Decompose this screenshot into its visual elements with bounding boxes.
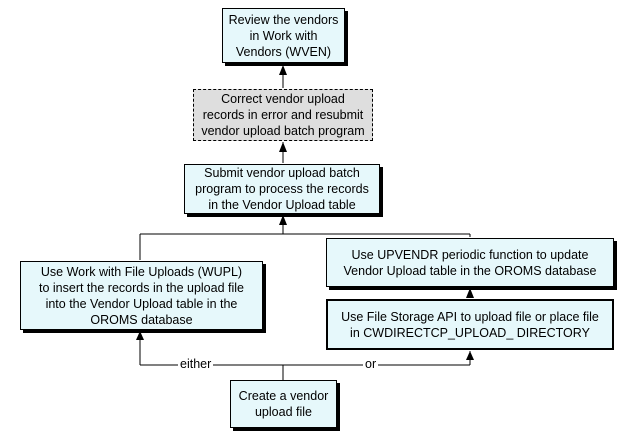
step-create-upload-file: Create a vendor upload file — [230, 380, 337, 428]
step-submit-batch-text: Submit vendor upload batch program to pr… — [195, 166, 369, 212]
step-file-storage-api-text: Use File Storage API to upload file or p… — [341, 309, 599, 340]
arrow-to-submit — [279, 215, 287, 225]
step-file-storage-api: Use File Storage API to upload file or p… — [326, 299, 614, 350]
step-create-upload-file-text: Create a vendor upload file — [238, 389, 329, 419]
arrow-to-correct — [279, 142, 287, 152]
label-either: either — [178, 357, 214, 371]
arrow-to-review — [279, 65, 287, 75]
step-upvendr-periodic: Use UPVENDR periodic function to update … — [326, 238, 614, 287]
step-submit-batch: Submit vendor upload batch program to pr… — [184, 164, 380, 214]
step-work-with-file-uploads-text: Use Work with File Uploads (WUPL) to ins… — [39, 264, 244, 327]
step-correct-records-text: Correct vendor upload records in error a… — [201, 92, 365, 138]
arrow-to-wupl — [136, 331, 144, 340]
step-review-vendors-text: Review the vendors in Work with Vendors … — [228, 12, 339, 59]
step-correct-records: Correct vendor upload records in error a… — [193, 89, 373, 141]
step-review-vendors: Review the vendors in Work with Vendors … — [222, 8, 345, 63]
step-work-with-file-uploads: Use Work with File Uploads (WUPL) to ins… — [20, 261, 263, 330]
label-or: or — [363, 357, 379, 371]
arrow-to-file-storage — [466, 351, 474, 360]
arrow-to-upvendr — [466, 288, 474, 298]
step-upvendr-periodic-text: Use UPVENDR periodic function to update … — [343, 247, 597, 278]
